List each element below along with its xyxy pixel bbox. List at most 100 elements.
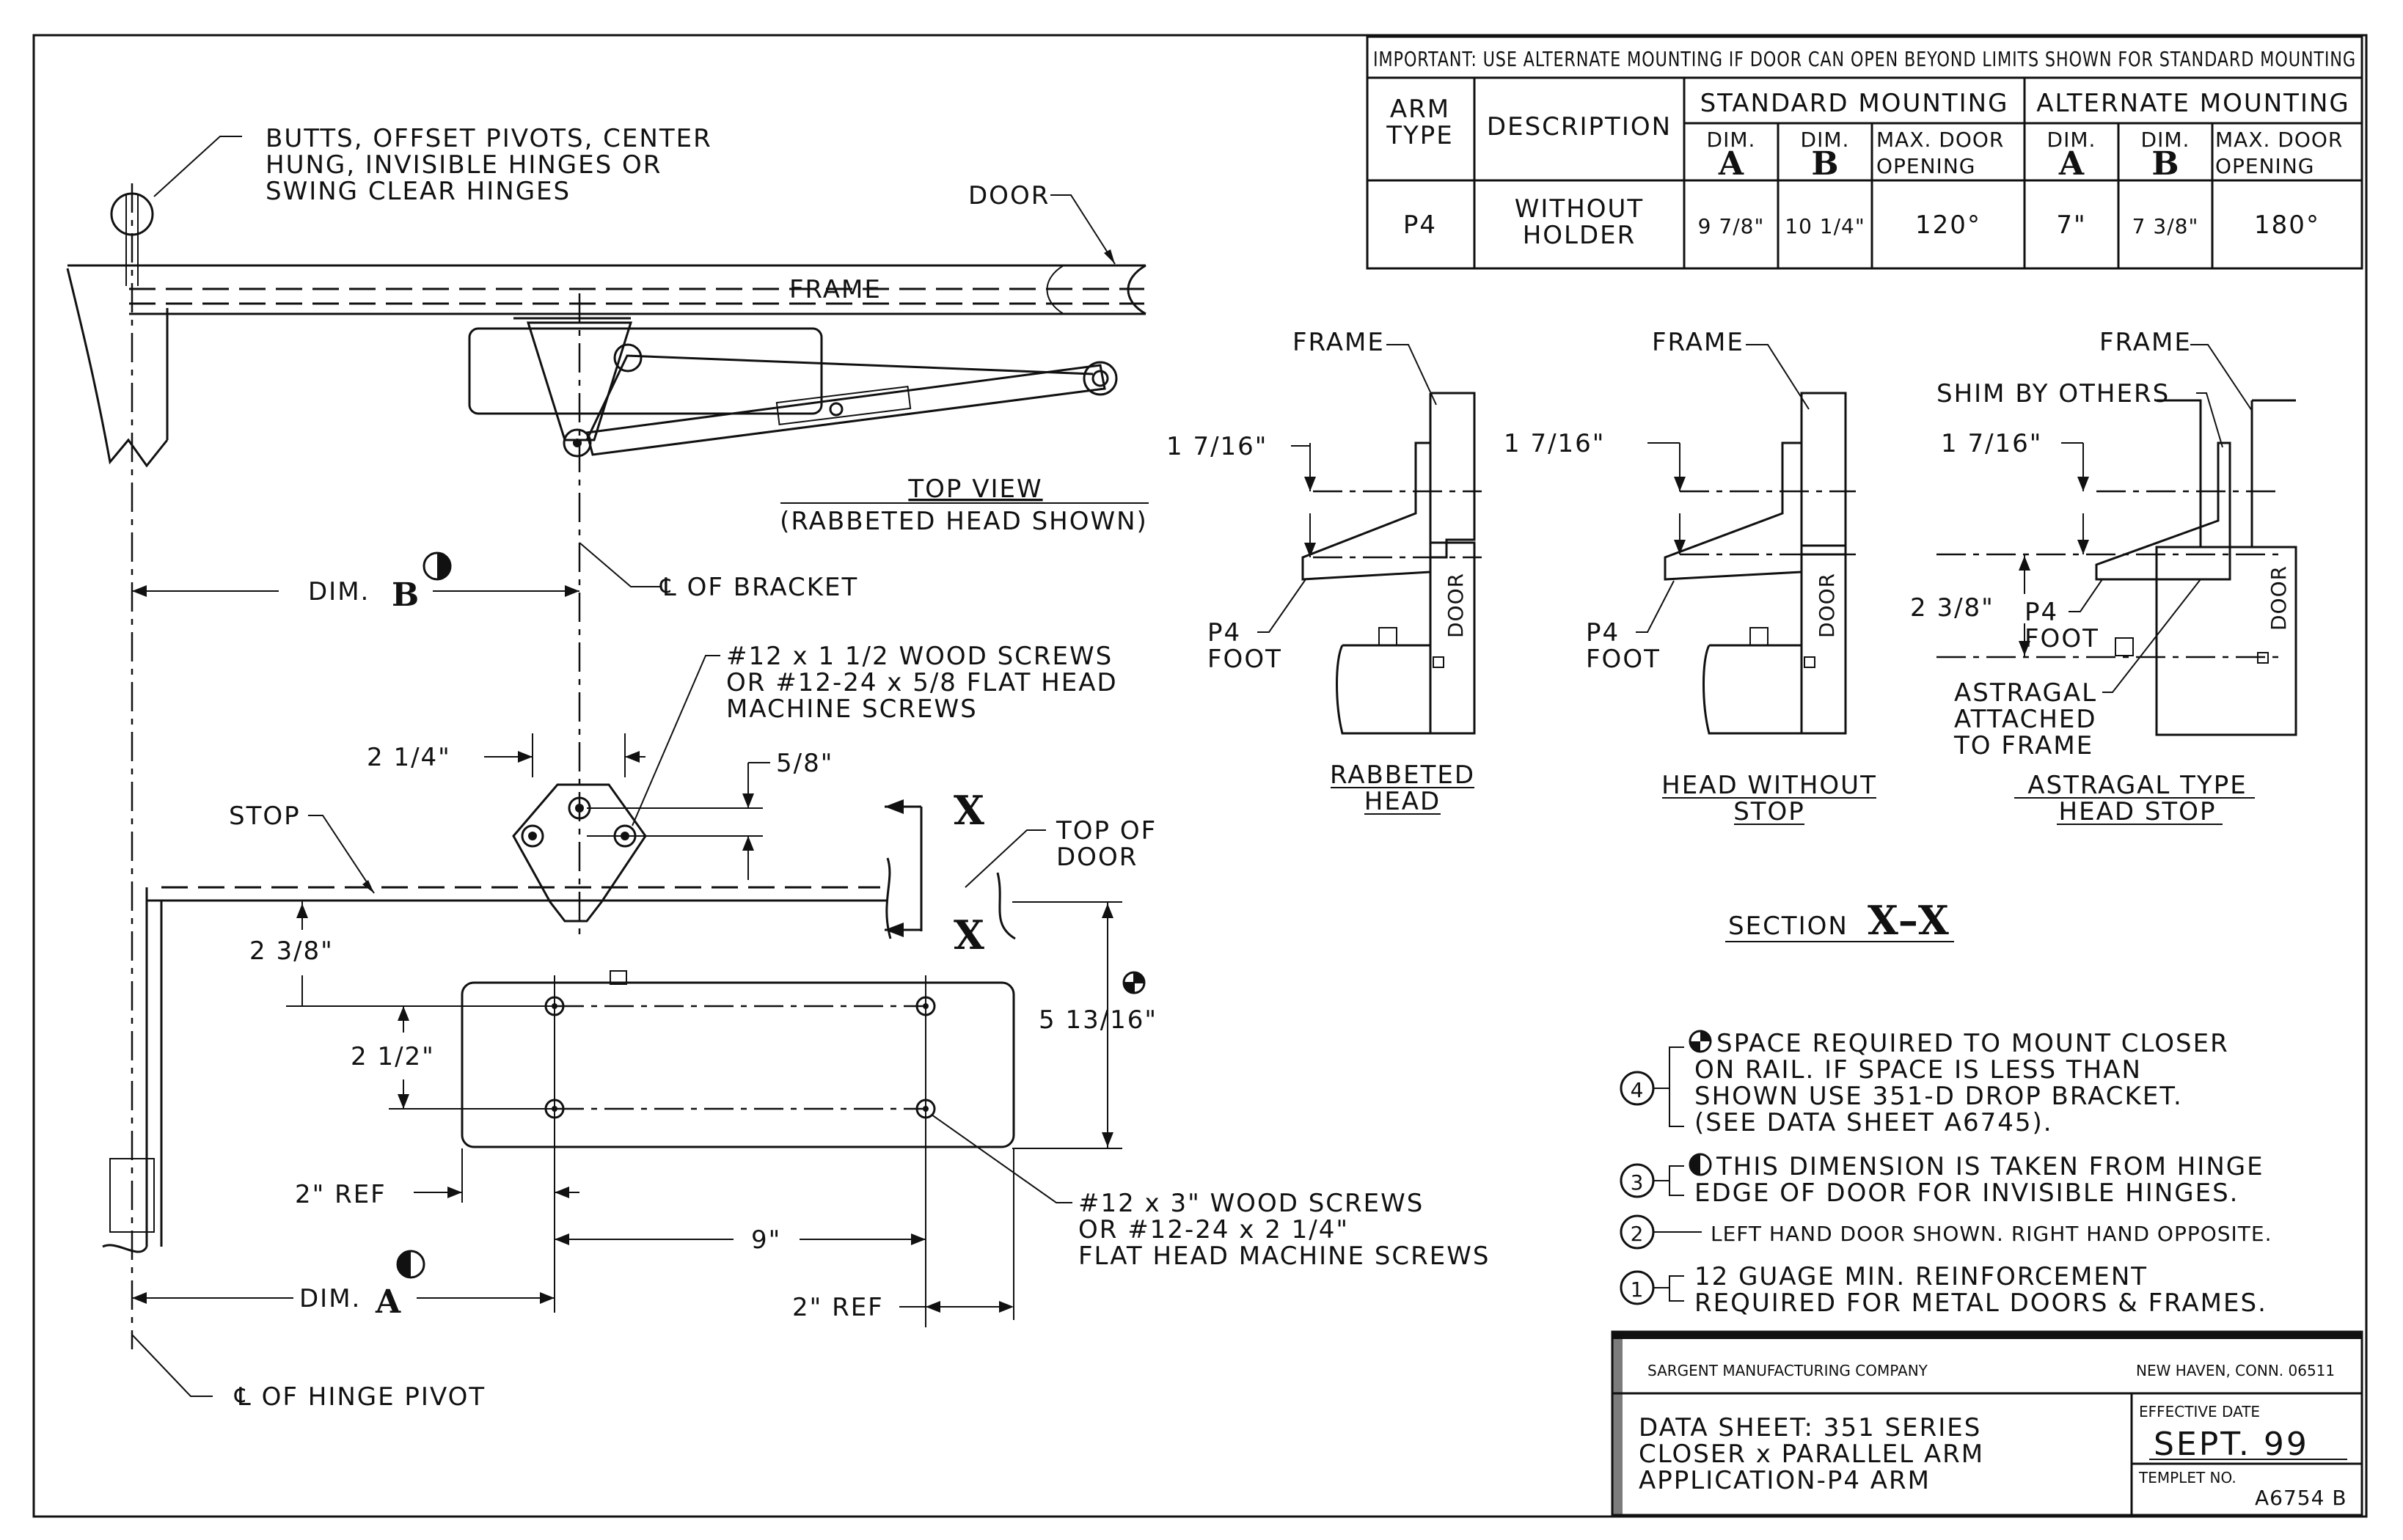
stop-label: STOP	[229, 802, 301, 831]
dim-b-letter: B	[392, 576, 419, 614]
dim-9: 9"	[751, 1225, 781, 1255]
note-4-number: 4	[1631, 1078, 1645, 1102]
note-4-line-4: (SEE DATA SHEET A6745).	[1694, 1108, 2053, 1137]
rabbeted-foot-label: FOOT	[1207, 645, 1282, 674]
astragal-attached-3: TO FRAME	[1953, 731, 2093, 760]
top-view-title: TOP VIEW	[907, 474, 1042, 504]
table-important: IMPORTANT: USE ALTERNATE MOUNTING IF DOO…	[1373, 47, 2356, 71]
row-arm: P4	[1403, 210, 1437, 240]
front-view: 2 1/4" 5/8" #12 x 1 1/2 WOOD SCREWS OR #…	[102, 642, 1490, 1412]
std-dim-a-letter: A	[1718, 145, 1744, 183]
without-dim-1-7-16: 1 7/16"	[1504, 429, 1605, 458]
door-label: DOOR	[968, 181, 1050, 210]
spec-table: IMPORTANT: USE ALTERNATE MOUNTING IF DOO…	[1366, 35, 2363, 270]
alt-dim-a-letter: A	[2058, 145, 2085, 183]
astragal-frame-label: FRAME	[2099, 328, 2192, 357]
alternate-mounting-header: ALTERNATE MOUNTING	[2036, 89, 2350, 118]
notes: 4 SPACE REQUIRED TO MOUNT CLOSER ON RAIL…	[1620, 1029, 2272, 1318]
without-frame-label: FRAME	[1652, 328, 1744, 357]
screws-label-2-line-2: OR #12-24 x 2 1/4"	[1078, 1215, 1349, 1244]
cl-hinge-label: ℄ OF HINGE PIVOT	[234, 1382, 486, 1412]
section-title-x: X–X	[1868, 897, 1949, 944]
dim-2-1-4: 2 1/4"	[367, 743, 451, 772]
butts-label-1: BUTTS, OFFSET PIVOTS, CENTER	[266, 124, 712, 153]
company-city: NEW HAVEN, CONN. 06511	[2136, 1362, 2335, 1379]
top-of-door-label-2: DOOR	[1056, 843, 1138, 872]
section-astragal-head-stop: FRAME SHIM BY OTHERS 1 7/16" 2 3/8" P4 F…	[1910, 328, 2297, 826]
top-view-subtitle: (RABBETED HEAD SHOWN)	[780, 507, 1148, 536]
note-2-line-1: LEFT HAND DOOR SHOWN. RIGHT HAND OPPOSIT…	[1711, 1222, 2272, 1246]
screws-label-1-line-1: #12 x 1 1/2 WOOD SCREWS	[726, 642, 1113, 671]
note-3-number: 3	[1631, 1170, 1645, 1195]
astragal-shim-label: SHIM BY OTHERS	[1936, 379, 2170, 408]
dim-2-1-2: 2 1/2"	[351, 1042, 435, 1071]
title-block: SARGENT MANUFACTURING COMPANY NEW HAVEN,…	[1611, 1330, 2363, 1517]
row-std-a: 9 7/8"	[1698, 214, 1765, 238]
sheet-border	[32, 34, 2368, 1518]
std-dim-b-header: DIM.	[1801, 128, 1850, 152]
alt-max-door-header: MAX. DOOR	[2215, 128, 2343, 152]
title-line-3: APPLICATION-P4 ARM	[1639, 1466, 1931, 1495]
company-name: SARGENT MANUFACTURING COMPANY	[1647, 1362, 1928, 1379]
rabbeted-title-2: HEAD	[1364, 787, 1441, 816]
without-title-2: STOP	[1733, 797, 1805, 826]
astragal-foot-label: FOOT	[2025, 624, 2099, 653]
std-dim-a-header: DIM.	[1707, 128, 1756, 152]
row-desc-1: WITHOUT	[1515, 194, 1644, 224]
note-1-number: 1	[1631, 1277, 1645, 1302]
alt-dim-b-letter: B	[2151, 145, 2179, 183]
astragal-dim-2-3-8: 2 3/8"	[1910, 593, 1994, 623]
butts-label-3: SWING CLEAR HINGES	[266, 177, 571, 206]
section-rabbeted-head: FRAME 1 7/16" P4 FOOT DOOR RABBETED HEAD	[1166, 328, 1482, 816]
rabbeted-p4-label: P4	[1207, 618, 1241, 648]
dim-a-letter: A	[375, 1283, 401, 1321]
alt-dim-a-header: DIM.	[2047, 128, 2096, 152]
astragal-title-1: ASTRAGAL TYPE	[2027, 771, 2247, 800]
row-std-max: 120°	[1915, 210, 1981, 240]
note-4-line-2: ON RAIL. IF SPACE IS LESS THAN	[1694, 1055, 2142, 1085]
top-view: BUTTS, OFFSET PIVOTS, CENTER HUNG, INVIS…	[66, 124, 1149, 1349]
note-2-number: 2	[1631, 1222, 1645, 1246]
standard-mounting-header: STANDARD MOUNTING	[1700, 89, 2009, 118]
rabbeted-dim-1-7-16: 1 7/16"	[1166, 432, 1268, 461]
section-head-without-stop: FRAME 1 7/16" P4 FOOT DOOR HEAD WITHOUT …	[1504, 328, 1877, 826]
note-3-line-1: THIS DIMENSION IS TAKEN FROM HINGE	[1716, 1152, 2264, 1181]
section-details: FRAME 1 7/16" P4 FOOT DOOR RABBETED HEAD	[1166, 328, 2297, 944]
note-1-line-1: 12 GUAGE MIN. REINFORCEMENT	[1694, 1262, 2148, 1291]
screws-label-2-line-3: FLAT HEAD MACHINE SCREWS	[1078, 1242, 1490, 1271]
alt-max-door-header-2: OPENING	[2215, 154, 2314, 178]
dim-2-3-8: 2 3/8"	[249, 936, 334, 966]
std-dim-b-letter: B	[1811, 145, 1838, 183]
row-std-b: 10 1/4"	[1785, 214, 1865, 238]
rabbeted-door-label: DOOR	[1444, 573, 1468, 638]
dim-5-13-16: 5 13/16"	[1039, 1005, 1157, 1035]
cl-bracket-label: ℄ OF BRACKET	[659, 573, 858, 602]
std-max-door-header: MAX. DOOR	[1876, 128, 2004, 152]
section-title: SECTION	[1728, 912, 1848, 941]
note-3-line-2: EDGE OF DOOR FOR INVISIBLE HINGES.	[1694, 1178, 2239, 1208]
astragal-p4-label: P4	[2025, 598, 2058, 627]
templet-label: TEMPLET NO.	[2138, 1469, 2236, 1486]
screws-label-2-line-1: #12 x 3" WOOD SCREWS	[1078, 1189, 1424, 1218]
title-line-2: CLOSER x PARALLEL ARM	[1639, 1440, 1984, 1469]
without-door-label: DOOR	[1815, 573, 1839, 638]
row-desc-2: HOLDER	[1523, 221, 1636, 250]
dim-5-8: 5/8"	[776, 749, 833, 778]
screws-label-1-line-3: MACHINE SCREWS	[726, 694, 978, 724]
description-header: DESCRIPTION	[1487, 112, 1672, 142]
row-alt-b: 7 3/8"	[2132, 214, 2199, 238]
std-max-door-header-2: OPENING	[1876, 154, 1975, 178]
row-alt-a: 7"	[2056, 210, 2086, 240]
row-alt-max: 180°	[2254, 210, 2320, 240]
screws-label-1-line-2: OR #12-24 x 5/8 FLAT HEAD	[726, 668, 1118, 697]
section-x-top: X	[954, 787, 984, 834]
astragal-attached-1: ASTRAGAL	[1954, 678, 2097, 708]
dim-2-ref-right: 2" REF	[792, 1293, 884, 1322]
astragal-title-2: HEAD STOP	[2059, 797, 2217, 826]
top-of-door-label-1: TOP OF	[1056, 816, 1157, 846]
without-title-1: HEAD WITHOUT	[1661, 771, 1877, 800]
arm-type-header-2: TYPE	[1386, 121, 1454, 150]
astragal-attached-2: ATTACHED	[1954, 705, 2097, 734]
dim-b-label: DIM.	[308, 577, 370, 606]
